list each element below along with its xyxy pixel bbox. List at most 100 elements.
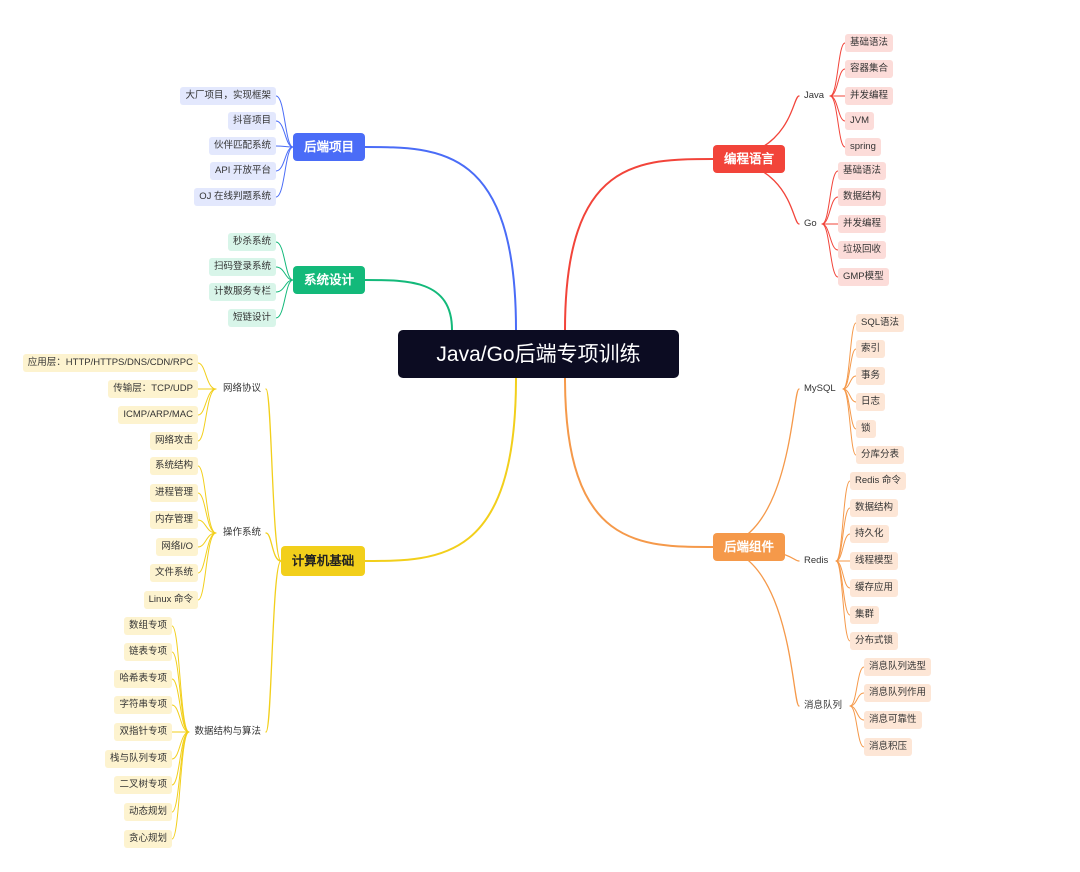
root-topic[interactable]: Java/Go后端专项训练 [398,330,679,378]
leaf-languages[interactable]: spring [845,138,881,156]
leaf-languages[interactable]: 容器集合 [845,60,894,78]
group-backend-components[interactable]: Redis [804,555,829,566]
group-cs-basics[interactable]: 数据结构与算法 [194,726,261,737]
connector-line [265,532,282,562]
leaf-cs-basics[interactable]: 链表专项 [123,643,172,661]
leaf-backend-components[interactable]: 事务 [856,367,886,385]
leaf-backend-components[interactable]: 锁 [856,420,876,438]
branch-backend-projects[interactable]: 后端项目 [293,133,365,161]
leaf-cs-basics[interactable]: 字符串专项 [114,696,172,714]
leaf-backend-components[interactable]: 持久化 [850,525,889,543]
connector-line [197,388,217,442]
leaf-cs-basics[interactable]: 文件系统 [149,564,198,582]
backend-projects-item[interactable]: 大厂项目，实现框架 [180,87,276,105]
group-backend-components[interactable]: 消息队列 [804,700,843,711]
branch-languages[interactable]: 编程语言 [713,145,785,173]
backend-projects-item[interactable]: OJ 在线判题系统 [194,188,276,206]
connector-line [835,533,851,562]
leaf-cs-basics[interactable]: 数组专项 [123,617,172,635]
leaf-languages[interactable]: 垃圾回收 [838,241,887,259]
leaf-backend-components[interactable]: 集群 [850,606,880,624]
branch-system-design[interactable]: 系统设计 [293,266,365,294]
leaf-cs-basics[interactable]: 系统结构 [149,457,198,475]
connector-line [275,120,294,148]
group-cs-basics[interactable]: 操作系统 [222,527,261,538]
leaf-languages[interactable]: 基础语法 [845,34,894,52]
leaf-languages[interactable]: 数据结构 [838,188,887,206]
connector-line [364,146,517,331]
group-languages[interactable]: Java [804,90,825,101]
leaf-backend-components[interactable]: 日志 [856,393,886,411]
connector-line [275,241,294,281]
connector-line [171,704,190,733]
connector-line [197,532,217,601]
leaf-backend-components[interactable]: 缓存应用 [850,579,899,597]
connector-line [564,377,714,548]
leaf-cs-basics[interactable]: 二叉树专项 [114,776,172,794]
backend-projects-item[interactable]: 抖音项目 [227,112,276,130]
leaf-cs-basics[interactable]: 栈与队列专项 [104,750,172,768]
leaf-languages[interactable]: GMP模型 [838,268,889,286]
leaf-cs-basics[interactable]: 动态规划 [123,803,172,821]
backend-projects-item[interactable]: 伙伴匹配系统 [208,137,276,155]
connector-line [835,560,851,642]
connector-line [275,279,294,319]
connector-line [712,388,800,548]
leaf-cs-basics[interactable]: 贪心规划 [123,830,172,848]
connector-line [265,388,282,562]
leaf-cs-basics[interactable]: 网络攻击 [149,432,198,450]
leaf-languages[interactable]: 并发编程 [845,87,894,105]
leaf-backend-components[interactable]: SQL语法 [856,314,905,332]
leaf-backend-components[interactable]: 消息队列作用 [864,684,932,702]
system-design-item[interactable]: 短链设计 [227,309,276,327]
leaf-backend-components[interactable]: Redis 命令 [850,472,906,490]
leaf-cs-basics[interactable]: Linux 命令 [143,591,198,609]
leaf-cs-basics[interactable]: 应用层：HTTP/HTTPS/DNS/CDN/RPC [22,354,198,372]
leaf-cs-basics[interactable]: 双指针专项 [114,723,172,741]
system-design-item[interactable]: 扫码登录系统 [208,258,276,276]
connector-line [564,158,714,331]
branch-backend-components[interactable]: 后端组件 [713,533,785,561]
connector-line [842,348,857,390]
connector-line [265,560,282,733]
connector-line [842,322,857,390]
connector-line [364,377,517,562]
leaf-backend-components[interactable]: 分库分表 [856,446,905,464]
leaf-cs-basics[interactable]: 传输层：TCP/UDP [108,380,198,398]
leaf-languages[interactable]: 基础语法 [838,162,887,180]
branch-cs-basics[interactable]: 计算机基础 [281,546,365,576]
group-backend-components[interactable]: MySQL [804,383,836,394]
connector-line [197,492,217,534]
connector-line [712,546,800,707]
connector-line [275,95,294,148]
group-cs-basics[interactable]: 网络协议 [222,383,261,394]
leaf-backend-components[interactable]: 线程模型 [850,552,899,570]
leaf-backend-components[interactable]: 消息积压 [864,738,913,756]
leaf-cs-basics[interactable]: 网络I/O [156,538,198,556]
connector-line [197,465,217,534]
connector-line [842,388,857,456]
connector-line [821,223,839,251]
connector-line [821,170,839,225]
connector-line [275,146,294,198]
connector-line [275,266,294,281]
leaf-cs-basics[interactable]: 进程管理 [149,484,198,502]
leaf-cs-basics[interactable]: 内存管理 [149,511,198,529]
connector-line [197,519,217,534]
leaf-languages[interactable]: JVM [845,112,874,130]
leaf-backend-components[interactable]: 消息可靠性 [864,711,922,729]
leaf-backend-components[interactable]: 消息队列选型 [864,658,932,676]
leaf-backend-components[interactable]: 数据结构 [850,499,899,517]
connector-line [821,196,839,225]
system-design-item[interactable]: 计数服务专栏 [208,283,276,301]
leaf-backend-components[interactable]: 索引 [856,340,886,358]
leaf-languages[interactable]: 并发编程 [838,215,887,233]
leaf-cs-basics[interactable]: 哈希表专项 [114,670,172,688]
connector-line [835,560,851,616]
system-design-item[interactable]: 秒杀系统 [227,233,276,251]
leaf-cs-basics[interactable]: ICMP/ARP/MAC [118,406,198,424]
group-languages[interactable]: Go [804,218,817,229]
connector-line [275,146,294,172]
backend-projects-item[interactable]: API 开放平台 [210,162,276,180]
leaf-backend-components[interactable]: 分布式锁 [850,632,899,650]
